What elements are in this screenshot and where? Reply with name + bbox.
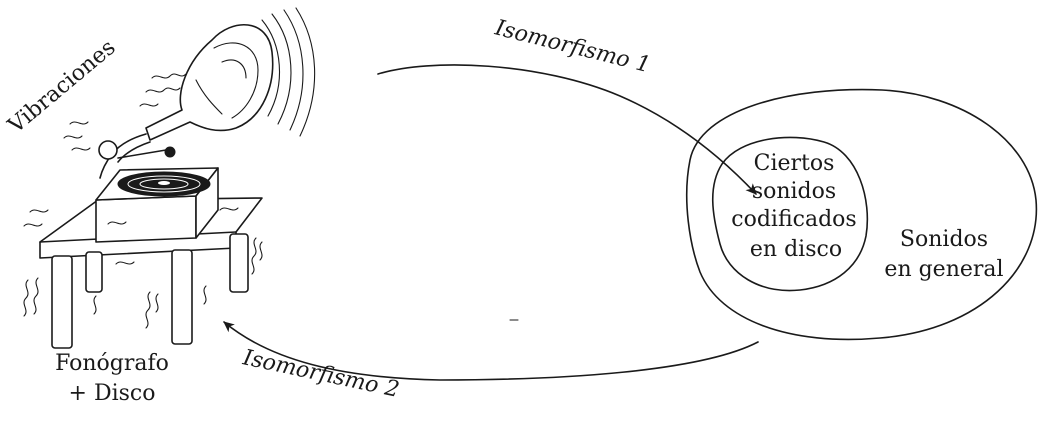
vibraciones-label: Vibraciones — [3, 35, 120, 139]
isomorfismo-1-arrow — [378, 65, 756, 194]
inner-set-line-4: en disco — [750, 237, 842, 262]
inner-set-line-2: sonidos — [752, 179, 836, 204]
inner-set-line-3: codificados — [731, 207, 856, 232]
isomorfismo-2-label: Isomorfismo 2 — [240, 345, 402, 403]
fonografo-label-line-2: + Disco — [69, 381, 156, 406]
outer-set-line-1: Sonidos — [900, 227, 988, 252]
outer-set-line-2: en general — [884, 257, 1003, 282]
inner-set-line-1: Ciertos — [754, 151, 835, 176]
fonografo-label-line-1: Fonógrafo — [55, 351, 169, 376]
